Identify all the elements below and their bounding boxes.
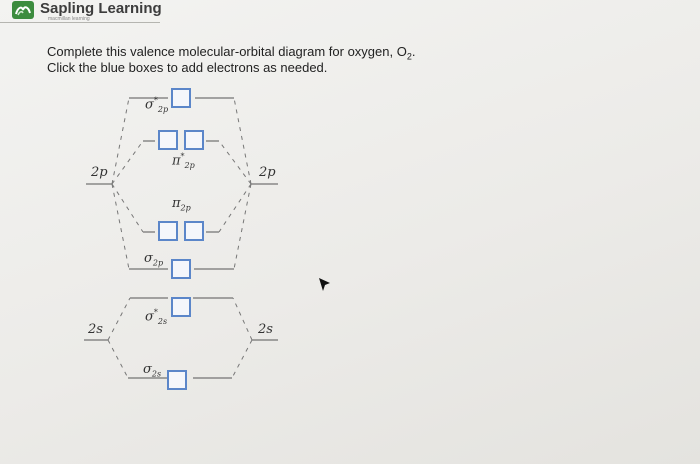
brand-name: Sapling Learning (40, 0, 162, 17)
sigma-2s-electron-box[interactable] (167, 370, 187, 390)
header-divider (0, 22, 160, 23)
pi-star-2p-electron-box-2[interactable] (184, 130, 204, 150)
pi-2p-electron-box-2[interactable] (184, 221, 204, 241)
left-2s-label: 2s (88, 322, 103, 337)
mouse-cursor-icon (318, 277, 332, 298)
sapling-logo-icon (12, 1, 34, 19)
right-2s-label: 2s (258, 322, 273, 337)
sigma-star-2s-electron-box[interactable] (171, 297, 191, 317)
pi-star-2p-label: π*2p (172, 152, 195, 170)
sigma-star-2s-label: σ*2s (145, 308, 168, 326)
sigma-2p-electron-box[interactable] (171, 259, 191, 279)
right-2p-label: 2p (259, 165, 276, 180)
sigma-2p-label: σ2p (144, 251, 164, 268)
sigma-2s-label: σ2s (143, 362, 162, 379)
pi-2p-label: π2p (172, 196, 191, 213)
left-2p-label: 2p (91, 165, 108, 180)
sigma-star-2p-electron-box[interactable] (171, 88, 191, 108)
pi-star-2p-electron-box-1[interactable] (158, 130, 178, 150)
brand-subtitle: macmillan learning (48, 16, 90, 22)
sigma-star-2p-label: σ*2p (145, 96, 169, 114)
pi-2p-electron-box-1[interactable] (158, 221, 178, 241)
instruction-line-1: Complete this valence molecular-orbital … (47, 44, 416, 62)
instruction-line-2: Click the blue boxes to add electrons as… (47, 60, 328, 75)
